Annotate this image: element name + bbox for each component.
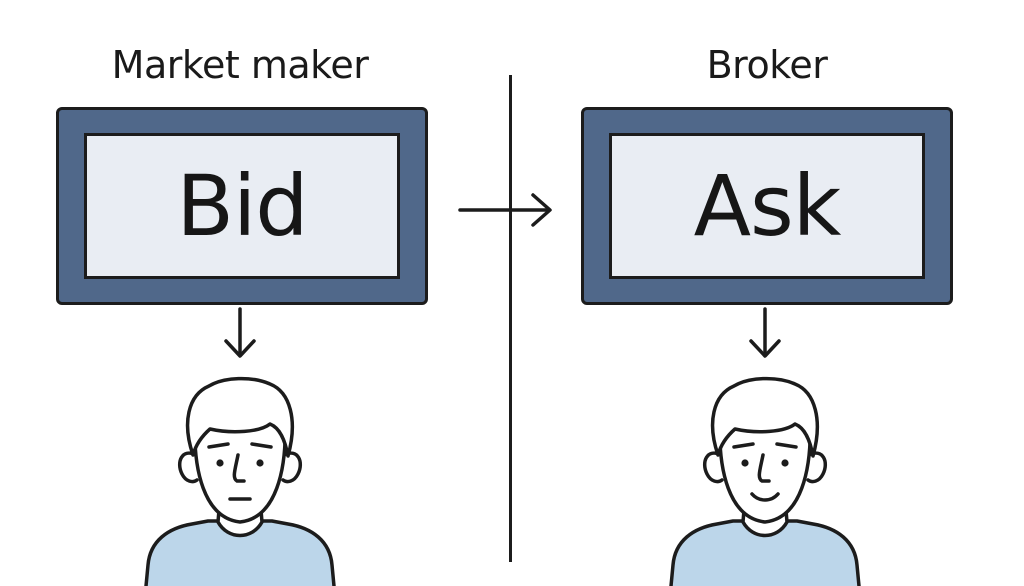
market-maker-title: Market maker <box>111 43 369 87</box>
bid-quote-box: Bid <box>56 107 428 305</box>
center-divider <box>509 75 512 562</box>
bid-label: Bid <box>176 157 308 255</box>
ask-quote-panel: Ask <box>609 133 925 279</box>
arrow-right-icon <box>458 193 552 227</box>
bid-quote-panel: Bid <box>84 133 400 279</box>
broker-title: Broker <box>706 43 828 87</box>
arrow-down-icon <box>749 307 781 358</box>
person-icon <box>144 376 336 586</box>
ask-label: Ask <box>693 157 842 255</box>
arrow-down-icon <box>224 307 256 358</box>
person-icon <box>669 376 861 586</box>
ask-quote-box: Ask <box>581 107 953 305</box>
